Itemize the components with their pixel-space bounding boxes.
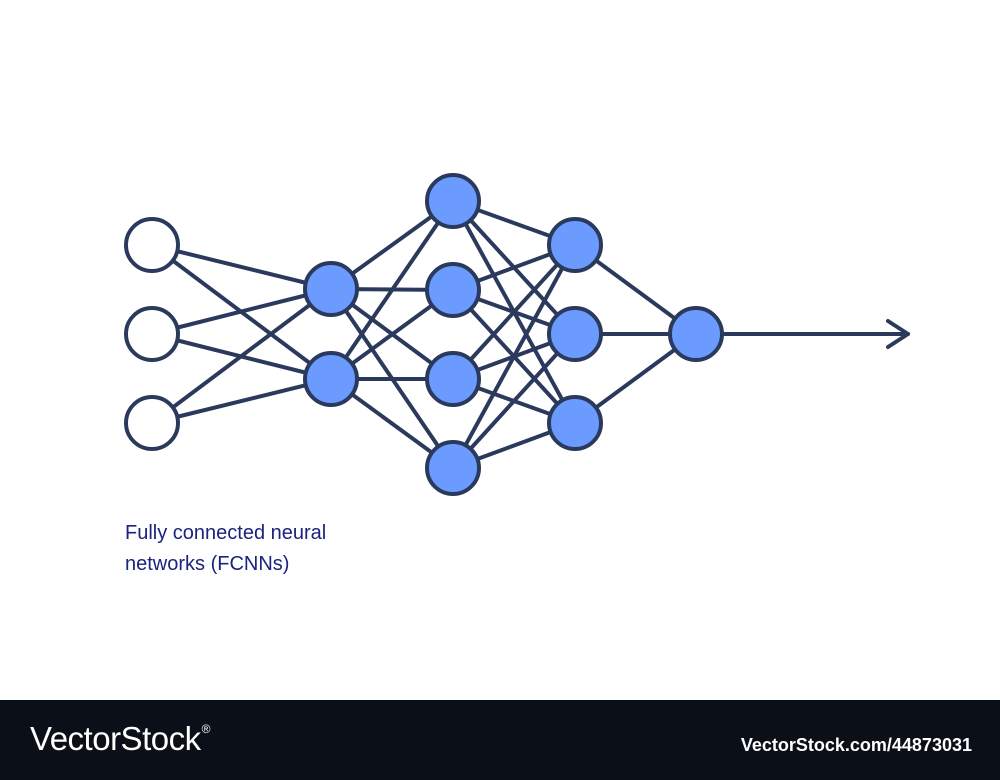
network-nodes [124,173,724,496]
edge-l0n0-l1n0 [150,243,333,291]
input-node-l0-0 [124,217,180,273]
caption-line-2: networks (FCNNs) [125,553,290,575]
hidden-node-l2-2 [425,351,481,407]
hidden-node-l2-0 [425,173,481,229]
hidden-node-l3-1 [547,306,603,362]
edge-l0n1-l1n0 [150,287,333,336]
edge-l2n2-l3n0 [451,243,577,381]
hidden-node-l3-0 [547,217,603,273]
stock-footer-bar: VectorStock® VectorStock.com/44873031 [0,700,1000,780]
registered-mark: ® [201,722,211,736]
fcnn-diagram [124,173,910,496]
hidden-node-l1-1 [303,351,359,407]
input-node-l0-1 [124,306,180,362]
arrow-head-icon [886,319,910,349]
edge-l2n3-l3n1 [451,332,577,470]
edge-l2n3-l3n0 [451,243,577,470]
connection-edges [150,199,698,470]
vectorstock-logo: VectorStock® [30,720,210,758]
edge-l1n1-l2n0 [329,199,455,381]
output-node-l4-0 [668,306,724,362]
edge-l0n2-l1n0 [150,287,333,425]
output-arrow [720,319,910,349]
hidden-node-l2-3 [425,440,481,496]
hidden-node-l2-1 [425,262,481,318]
caption-line-1: Fully connected neural [125,522,327,544]
edge-l0n2-l1n1 [150,377,333,425]
input-node-l0-2 [124,395,180,451]
hidden-node-l1-0 [303,261,359,317]
diagram-caption: Fully connected neural networks (FCNNs) [125,518,425,580]
hidden-node-l3-2 [547,395,603,451]
brand-name: VectorStock [30,720,201,757]
image-reference-id: VectorStock.com/44873031 [740,735,972,755]
